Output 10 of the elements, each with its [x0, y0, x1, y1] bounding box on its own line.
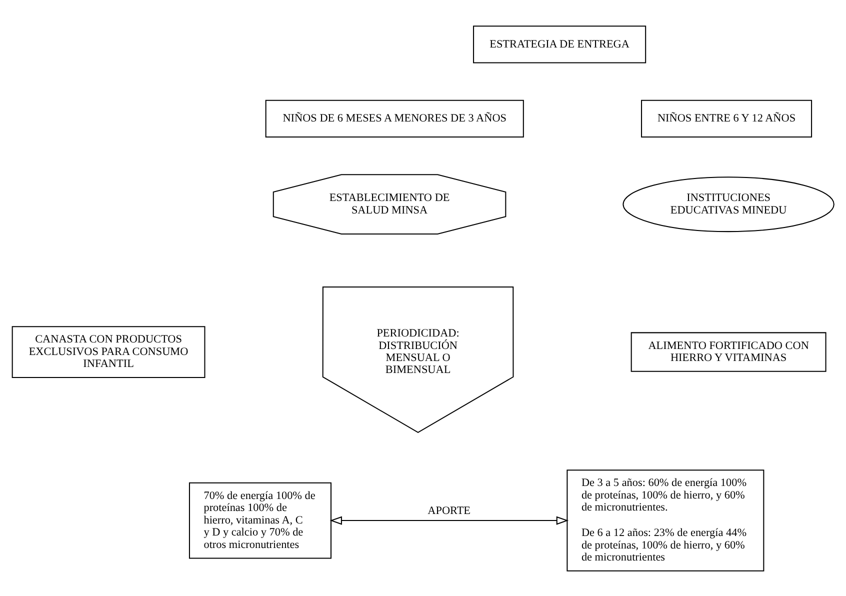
edge-label: APORTE — [428, 504, 471, 517]
node-box: ESTRATEGIA DE ENTREGA — [473, 25, 646, 63]
node-ellipse: INSTITUCIONES EDUCATIVAS MINEDU — [622, 176, 834, 232]
node-box: 70% de energía 100% de proteínas 100% de hierro, vitaminas A, C y D y calcio y 70% de otros micronutrientes — [188, 482, 332, 558]
node-box: ALIMENTO FORTIFICADO CON HIERRO Y VITAMINAS — [630, 332, 826, 372]
node-box: NIÑOS DE 6 MESES A MENORES DE 3 AÑOS — [265, 99, 524, 138]
node-box: CANASTA CON PRODUCTOS EXCLUSIVOS PARA CONSUMO INFANTIL — [12, 326, 206, 378]
node-box: De 3 a 5 años: 60% de energía 100% de proteínas, 100% de hierro, y 60% de micronutrientes. De 6 a 12 años: 23% de energía 44% de proteínas, 100% de hierro, y 60% de micronutrientes — [566, 469, 764, 571]
node-box: NIÑOS ENTRE 6 Y 12 AÑOS — [641, 99, 812, 138]
arrow — [330, 516, 569, 524]
